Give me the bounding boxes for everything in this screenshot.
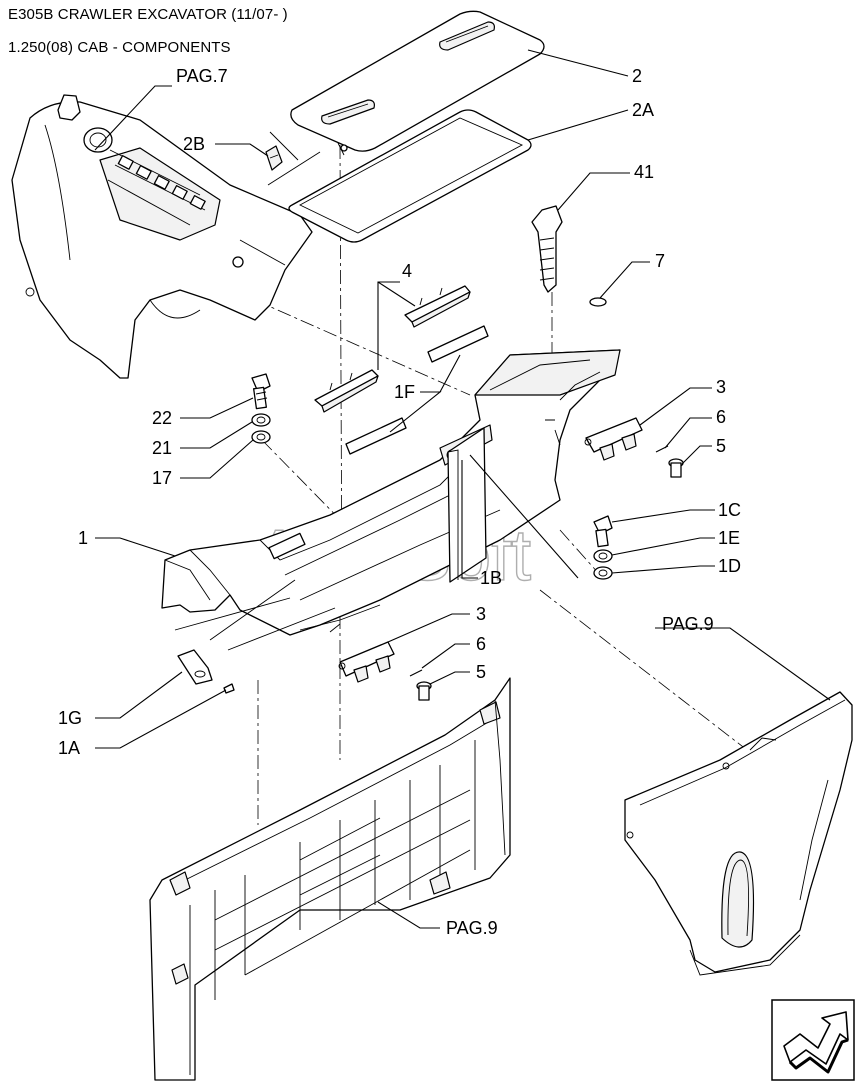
callout-6-bottom: 6 [476, 634, 486, 654]
part-6-pin-bottom [409, 669, 423, 677]
callout-1e: 1E [718, 528, 740, 548]
diagram-title: E305B CRAWLER EXCAVATOR (11/07- ) [8, 6, 288, 23]
part-41-handle [531, 205, 563, 293]
dashboard-panel [11, 94, 313, 379]
part-21-washer [251, 413, 271, 427]
diagram-subtitle: 1.250(08) CAB - COMPONENTS [8, 39, 231, 56]
part-2b-clip [265, 145, 283, 171]
callout-2: 2 [632, 66, 642, 86]
callout-5-top: 5 [716, 436, 726, 456]
part-1g-clip [177, 649, 213, 685]
side-panel-left [149, 677, 511, 1081]
part-4-brackets [314, 285, 471, 413]
callout-3-top: 3 [716, 377, 726, 397]
side-panel-right [624, 691, 853, 976]
part-3-hinge-bottom [338, 641, 395, 683]
callout-3-bottom: 3 [476, 604, 486, 624]
callout-1: 1 [78, 528, 88, 548]
part-1d-nut [593, 566, 613, 580]
callout-labels: PAG.7 2 2A 2B 41 4 7 1F 3 6 5 22 21 17 1… [58, 66, 741, 938]
callout-7: 7 [655, 251, 665, 271]
callout-1c: 1C [718, 500, 741, 520]
leader-lines [94, 49, 831, 929]
callout-1f: 1F [394, 382, 415, 402]
part-1f-strips [345, 325, 489, 455]
callout-17: 17 [152, 468, 172, 488]
callout-21: 21 [152, 438, 172, 458]
part-22-bolt [251, 373, 271, 410]
callout-pag9-right: PAG.9 [662, 614, 714, 634]
part-1c-bolt [593, 515, 613, 548]
part-3-hinge-top [584, 417, 643, 461]
callout-pag7: PAG.7 [176, 66, 228, 86]
callout-22: 22 [152, 408, 172, 428]
part-1e-washer [593, 549, 613, 563]
part-5-screw-bottom [416, 681, 432, 701]
arrow-next-icon[interactable] [771, 999, 855, 1081]
callout-1b: 1B [480, 568, 502, 588]
part-2a-gasket [288, 109, 532, 243]
callout-4: 4 [402, 261, 412, 281]
part-5-screw-top [668, 458, 684, 478]
callout-2a: 2A [632, 100, 654, 120]
callout-1a: 1A [58, 738, 80, 758]
callout-1g: 1G [58, 708, 82, 728]
callout-5-bottom: 5 [476, 662, 486, 682]
callout-2b: 2B [183, 134, 205, 154]
part-1b-bracket [447, 427, 487, 583]
part-1-console [161, 349, 621, 636]
callout-41: 41 [634, 162, 654, 182]
part-2-top-cover [290, 10, 545, 156]
callout-1d: 1D [718, 556, 741, 576]
part-17-washer [251, 430, 271, 444]
part-7-plug [589, 297, 607, 307]
part-1a-insert [223, 683, 235, 694]
callout-pag9-bottom: PAG.9 [446, 918, 498, 938]
callout-6-top: 6 [716, 407, 726, 427]
